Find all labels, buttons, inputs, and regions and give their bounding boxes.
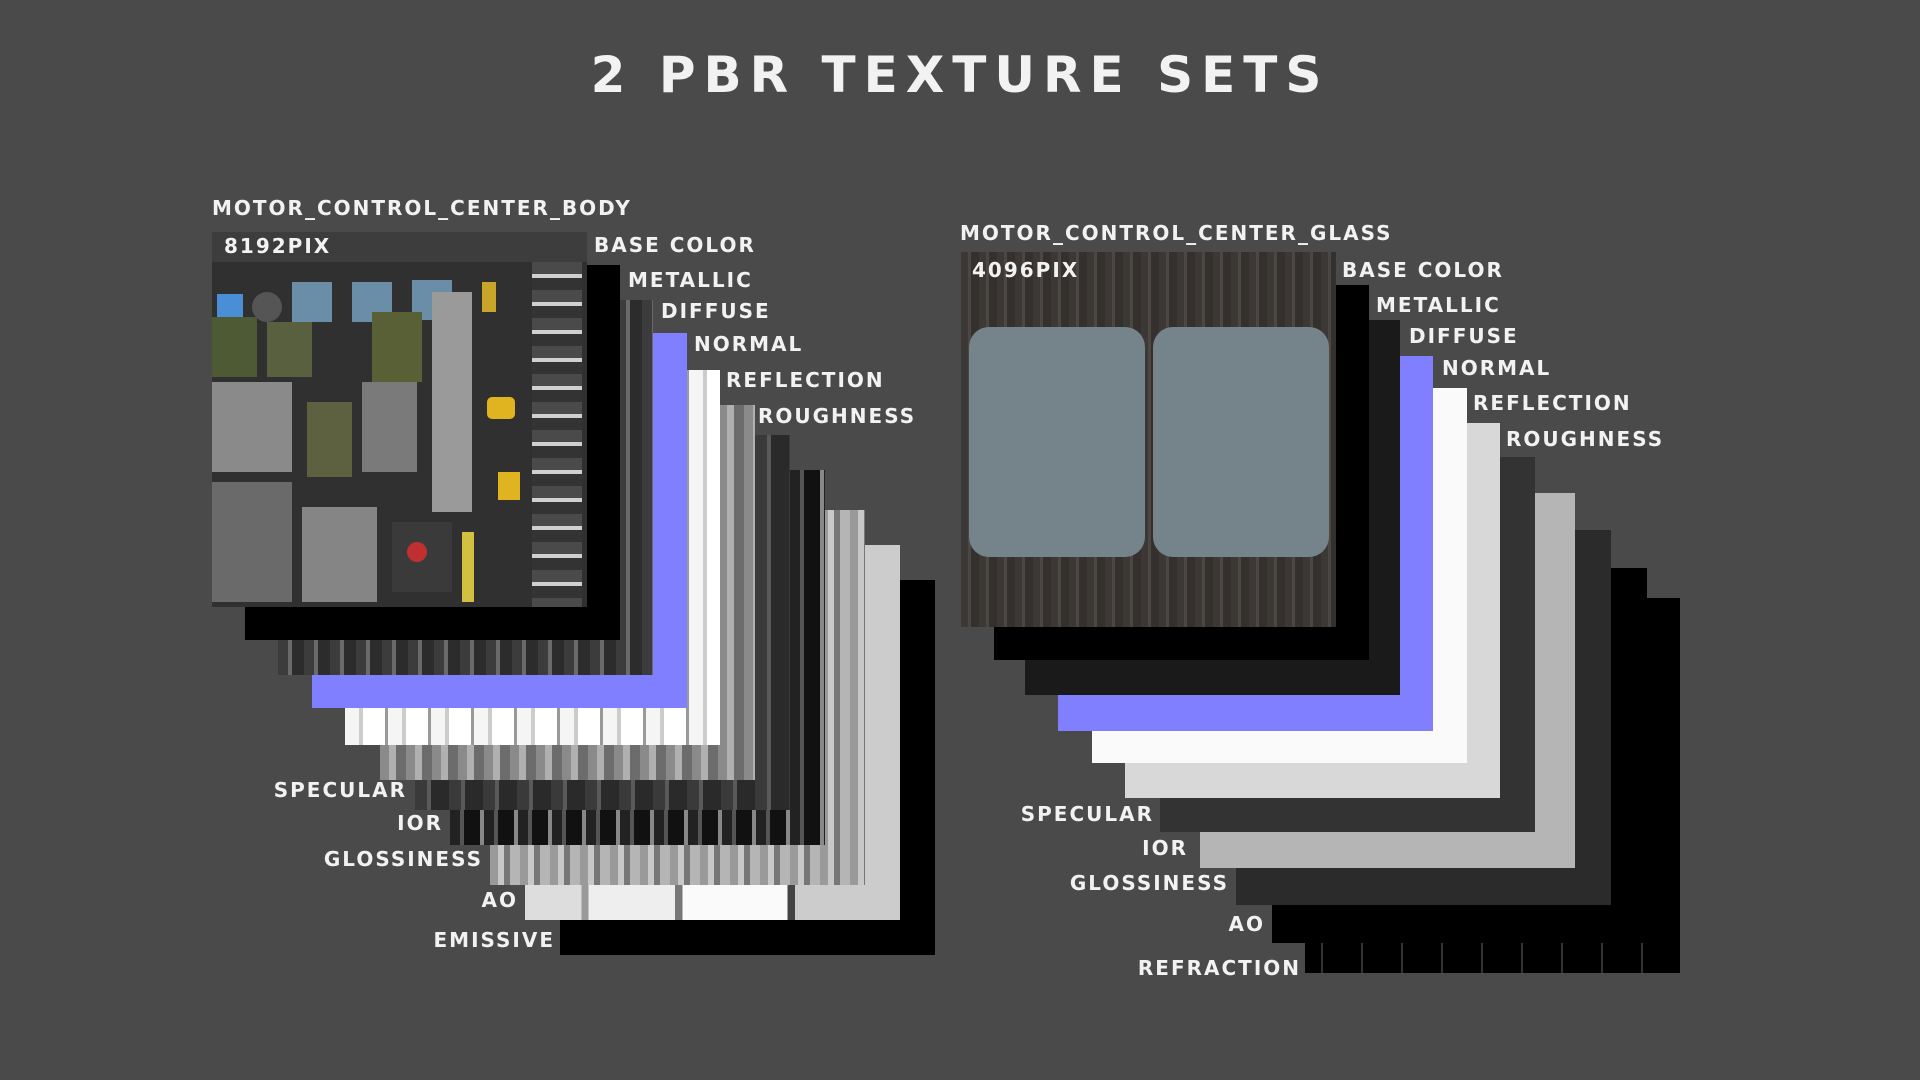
label-glass-reflection: REFLECTION — [1473, 391, 1632, 415]
label-glass-glossiness: GLOSSINESS — [1069, 871, 1229, 895]
resolution-body: 8192PIX — [224, 234, 332, 258]
label-glass-roughness: ROUGHNESS — [1506, 427, 1665, 451]
label-body-metallic: METALLIC — [628, 268, 753, 292]
label-glass-ior: IOR — [1142, 836, 1188, 860]
label-body-glossiness: GLOSSINESS — [323, 847, 483, 871]
label-glass-ao: AO — [1228, 912, 1265, 936]
label-body-ior: IOR — [397, 811, 443, 835]
label-body-specular: SPECULAR — [273, 778, 407, 802]
label-body-ao: AO — [481, 888, 518, 912]
page-title: 2 PBR TEXTURE SETS — [590, 46, 1330, 104]
base-color-map-glass — [961, 252, 1336, 627]
label-glass-base-color: BASE COLOR — [1342, 258, 1504, 282]
label-body-diffuse: DIFFUSE — [661, 299, 771, 323]
label-glass-specular: SPECULAR — [1020, 802, 1154, 826]
label-glass-refraction: REFRACTION — [1137, 956, 1301, 980]
set-name-body: MOTOR_CONTROL_CENTER_BODY — [212, 196, 632, 220]
glass-panel-left — [969, 327, 1145, 557]
set-name-glass: MOTOR_CONTROL_CENTER_GLASS — [960, 221, 1393, 245]
label-glass-diffuse: DIFFUSE — [1409, 324, 1519, 348]
label-body-reflection: REFLECTION — [726, 368, 885, 392]
label-body-emissive: EMISSIVE — [433, 928, 555, 952]
glass-panel-right — [1153, 327, 1329, 557]
label-body-roughness: ROUGHNESS — [758, 404, 917, 428]
label-body-normal: NORMAL — [694, 332, 804, 356]
base-color-map — [212, 232, 587, 607]
label-body-base-color: BASE COLOR — [594, 233, 756, 257]
label-glass-metallic: METALLIC — [1376, 293, 1501, 317]
label-glass-normal: NORMAL — [1442, 356, 1552, 380]
resolution-glass: 4096PIX — [972, 258, 1080, 282]
